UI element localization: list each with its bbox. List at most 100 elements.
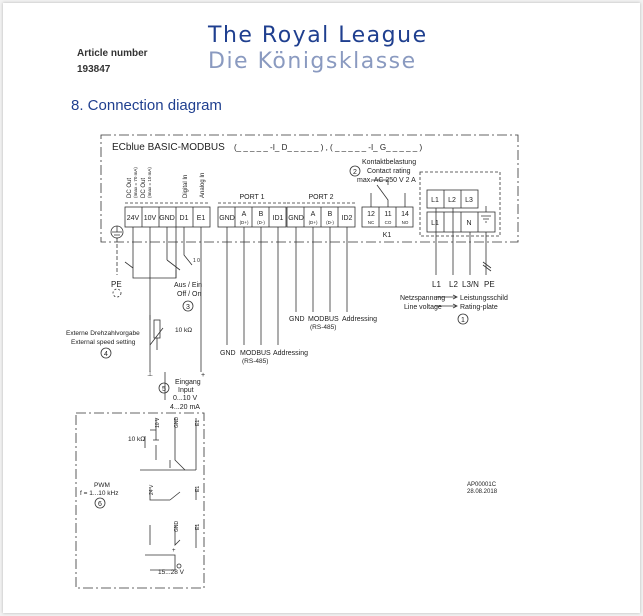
section-title: 8. Connection diagram xyxy=(71,97,222,114)
switch-contacts: 1 0 xyxy=(193,258,200,264)
document-page: Article number 193847 The Royal League D… xyxy=(3,3,640,613)
input-label-en: Input xyxy=(178,387,194,394)
callout-4 xyxy=(100,347,112,359)
terminal-block-relay xyxy=(361,206,414,228)
relay-text-rating: max. AC 250 V 2 A xyxy=(357,177,416,184)
callout-3 xyxy=(182,300,194,312)
port2-a: A xyxy=(311,211,316,218)
port1-label: PORT 1 xyxy=(239,194,264,201)
pwm-label: PWM xyxy=(94,482,110,489)
detail-10v: 10 V xyxy=(155,417,161,428)
drawing-code: AP00001C xyxy=(467,482,497,488)
pe-label: PE xyxy=(111,280,122,289)
relay-11: 11 xyxy=(384,211,391,218)
speed-setting-en: External speed setting xyxy=(71,339,136,346)
line-l3n: L3/N xyxy=(462,280,479,289)
port1-gnd: GND xyxy=(219,215,235,222)
pot-value: 10 kΩ xyxy=(175,327,192,334)
port2-modbus-label: MODBUS xyxy=(308,316,339,323)
power-l1-top: L1 xyxy=(431,197,439,204)
callout-6 xyxy=(94,497,106,509)
relay-14: 14 xyxy=(401,211,409,218)
port2-a-sub: (D+) xyxy=(309,220,318,225)
dcout2-label: DC Out xyxy=(141,178,147,198)
dcout2-sub: (Imax = 10 mA) xyxy=(147,167,152,198)
drawing-date: 28.08.2018 xyxy=(467,489,498,495)
callout-5 xyxy=(158,382,170,394)
rating-plate-de: Leistungsschild xyxy=(460,295,508,302)
relay-co: CO xyxy=(385,220,392,225)
relay-contact-symbol xyxy=(370,179,406,207)
device-enclosure xyxy=(100,134,519,243)
analog-in-label: Analog In xyxy=(200,173,206,198)
port2-label: PORT 2 xyxy=(308,194,333,201)
callout-2 xyxy=(349,165,361,177)
dcout1-sub: (Imax = 70 mA) xyxy=(133,167,138,198)
port1-a-sub: (D+) xyxy=(240,220,249,225)
port2-b: B xyxy=(328,211,333,218)
port2-gnd: GND xyxy=(288,215,304,222)
relay-nc: NC xyxy=(368,220,375,225)
detail-gnd-2: GND xyxy=(174,521,180,533)
switch-label-de: Aus / Ein xyxy=(174,282,202,289)
detail-e1-3: E1 xyxy=(195,524,201,530)
callout-1-num: 1 xyxy=(461,317,465,324)
device-suffix: (_ _ _ _ _ -I_ D_ _ _ _ _ ) , ( _ _ _ _ … xyxy=(234,143,422,152)
line-l1: L1 xyxy=(432,280,441,289)
device-title: ECblue BASIC-MODBUS xyxy=(112,142,225,153)
digital-in-label: Digital In xyxy=(183,175,189,198)
article-number-value: 193847 xyxy=(77,64,111,75)
input-label-de: Eingang xyxy=(175,379,201,386)
detail-plus: + xyxy=(172,548,176,554)
terminal-gnd: GND xyxy=(159,215,175,222)
speed-setting-de: Externe Drehzahlvorgabe xyxy=(66,330,140,337)
power-l1-bottom: L1 xyxy=(431,220,439,227)
power-n-bottom: N xyxy=(466,220,471,227)
input-minus: ⊥ xyxy=(147,371,153,378)
line-voltage-de: Netzspannung xyxy=(400,295,445,302)
port2-rs485-label: (RS-485) xyxy=(310,324,336,331)
port1-addressing-label: Addressing xyxy=(273,350,308,357)
callout-6-num: 6 xyxy=(98,501,102,508)
port1-modbus-label: MODBUS xyxy=(240,350,271,357)
terminal-d1: D1 xyxy=(180,215,189,222)
detail-e1-2: E1 xyxy=(195,486,201,492)
brand-line-english: The Royal League xyxy=(208,23,428,48)
callout-3-num: 3 xyxy=(186,304,190,311)
ground-terminal-icon xyxy=(481,206,491,223)
input-detail-box xyxy=(75,412,205,589)
line-l2: L2 xyxy=(449,280,458,289)
port1-rs485-label: (RS-485) xyxy=(242,358,268,365)
terminal-10v: 10V xyxy=(144,215,157,222)
terminal-24v: 24V xyxy=(127,215,140,222)
callout-2-num: 2 xyxy=(353,169,357,176)
port1-id1: ID1 xyxy=(273,215,284,222)
input-plus: + xyxy=(201,372,205,379)
callout-1 xyxy=(457,313,469,325)
callout-5-num: 5 xyxy=(162,386,166,393)
detail-pot-value: 10 kΩ xyxy=(128,436,145,443)
terminal-block-io xyxy=(124,206,211,228)
switch-label-en: Off / On xyxy=(177,291,201,298)
port2-addressing-label: Addressing xyxy=(342,316,377,323)
line-pe: PE xyxy=(484,280,495,289)
power-l2-top: L2 xyxy=(448,197,456,204)
dcout1-label: DC Out xyxy=(127,178,133,198)
rating-plate-en: Rating-plate xyxy=(460,304,498,311)
callout-4-num: 4 xyxy=(104,351,108,358)
relay-text-de: Kontaktbelastung xyxy=(362,159,416,166)
relay-12: 12 xyxy=(367,211,375,218)
input-range-current: 4...20 mA xyxy=(170,404,200,411)
port2-id2: ID2 xyxy=(342,215,353,222)
detail-e1-1: E1 xyxy=(195,420,201,426)
input-range-voltage: 0...10 V xyxy=(173,395,197,402)
port1-b-sub: (D-) xyxy=(257,220,265,225)
port1-b: B xyxy=(259,211,264,218)
pe-terminal-icon xyxy=(112,288,122,298)
detail-24v: 24 V xyxy=(149,484,155,495)
port1-a: A xyxy=(242,211,247,218)
relay-text-en: Contact rating xyxy=(367,168,411,175)
terminal-block-power-upper xyxy=(426,189,479,209)
relay-no: NO xyxy=(402,220,409,225)
port2-b-sub: (D-) xyxy=(326,220,334,225)
